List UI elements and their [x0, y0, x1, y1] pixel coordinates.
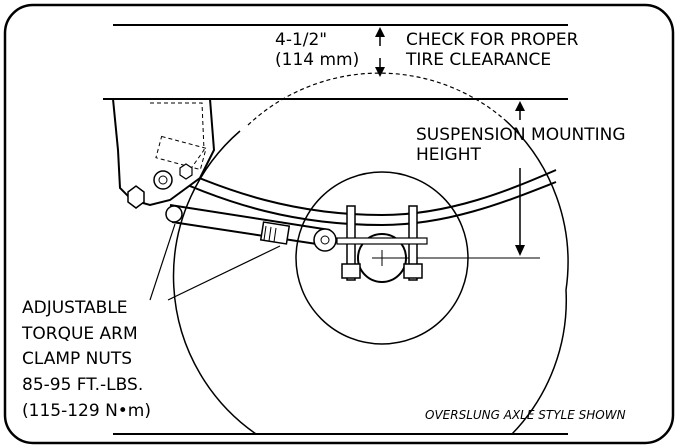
torque-arm-leader-1 — [149, 223, 176, 301]
torque-arm-rear-bushing-center — [320, 235, 330, 245]
torque-arm-clamp-thread-3 — [273, 227, 277, 243]
hanger-nut — [127, 185, 145, 209]
leaf-spring-bottom — [149, 167, 557, 227]
leaf-spring-top — [149, 155, 557, 217]
mounting-height-line2: HEIGHT — [416, 145, 481, 165]
mounting-height-arrowhead-down — [515, 245, 525, 256]
torque-arm-lower — [171, 221, 331, 247]
diagram-frame — [3, 3, 675, 445]
tire-outline — [172, 130, 257, 435]
torque-arm-clamp-thread-2 — [268, 226, 272, 242]
torque-arm-label-line1: ADJUSTABLE — [22, 298, 128, 318]
hanger-bracket — [111, 98, 216, 207]
torque-arm-leader-2 — [167, 245, 281, 301]
hanger-bolt-1 — [153, 170, 173, 190]
torque-arm-label-line3: CLAMP NUTS — [22, 349, 133, 369]
hanger-bolt-1-center — [158, 175, 168, 185]
mounting-height-arrowhead-up — [515, 101, 525, 111]
torque-arm-clamp-thread — [263, 225, 267, 241]
clearance-dim-arrowhead-up — [375, 27, 385, 37]
tire-hidden-arc — [247, 72, 506, 126]
hanger-spring-seat — [155, 135, 207, 171]
tire-outline-right-lower — [511, 289, 568, 435]
u-bolt-nut-right — [403, 263, 423, 279]
torque-arm-upper — [169, 204, 331, 231]
torque-arm-label-line2: TORQUE ARM — [22, 324, 138, 344]
clearance-dimension-metric-label: (114 mm) — [275, 50, 360, 70]
torque-arm-label-line4: 85-95 FT.-LBS. — [22, 375, 144, 395]
hanger-nut-small — [179, 163, 193, 180]
clearance-note-line1: CHECK FOR PROPER — [406, 30, 579, 50]
torque-arm-rear-bushing — [313, 228, 337, 252]
torque-arm-label-line5: (115-129 N•m) — [22, 401, 152, 421]
axle-seat — [336, 237, 428, 245]
u-bolt-nut-left — [341, 263, 361, 279]
clearance-note-line2: TIRE CLEARANCE — [406, 50, 552, 70]
mounting-height-line1: SUSPENSION MOUNTING — [416, 125, 626, 145]
torque-arm-front-bushing — [165, 205, 183, 223]
diagram-caption: OVERSLUNG AXLE STYLE SHOWN — [425, 408, 626, 422]
clearance-dim-arrowhead-down — [375, 67, 385, 77]
tire-outline-right — [504, 119, 569, 291]
clearance-dimension-label: 4-1/2" — [275, 30, 328, 50]
